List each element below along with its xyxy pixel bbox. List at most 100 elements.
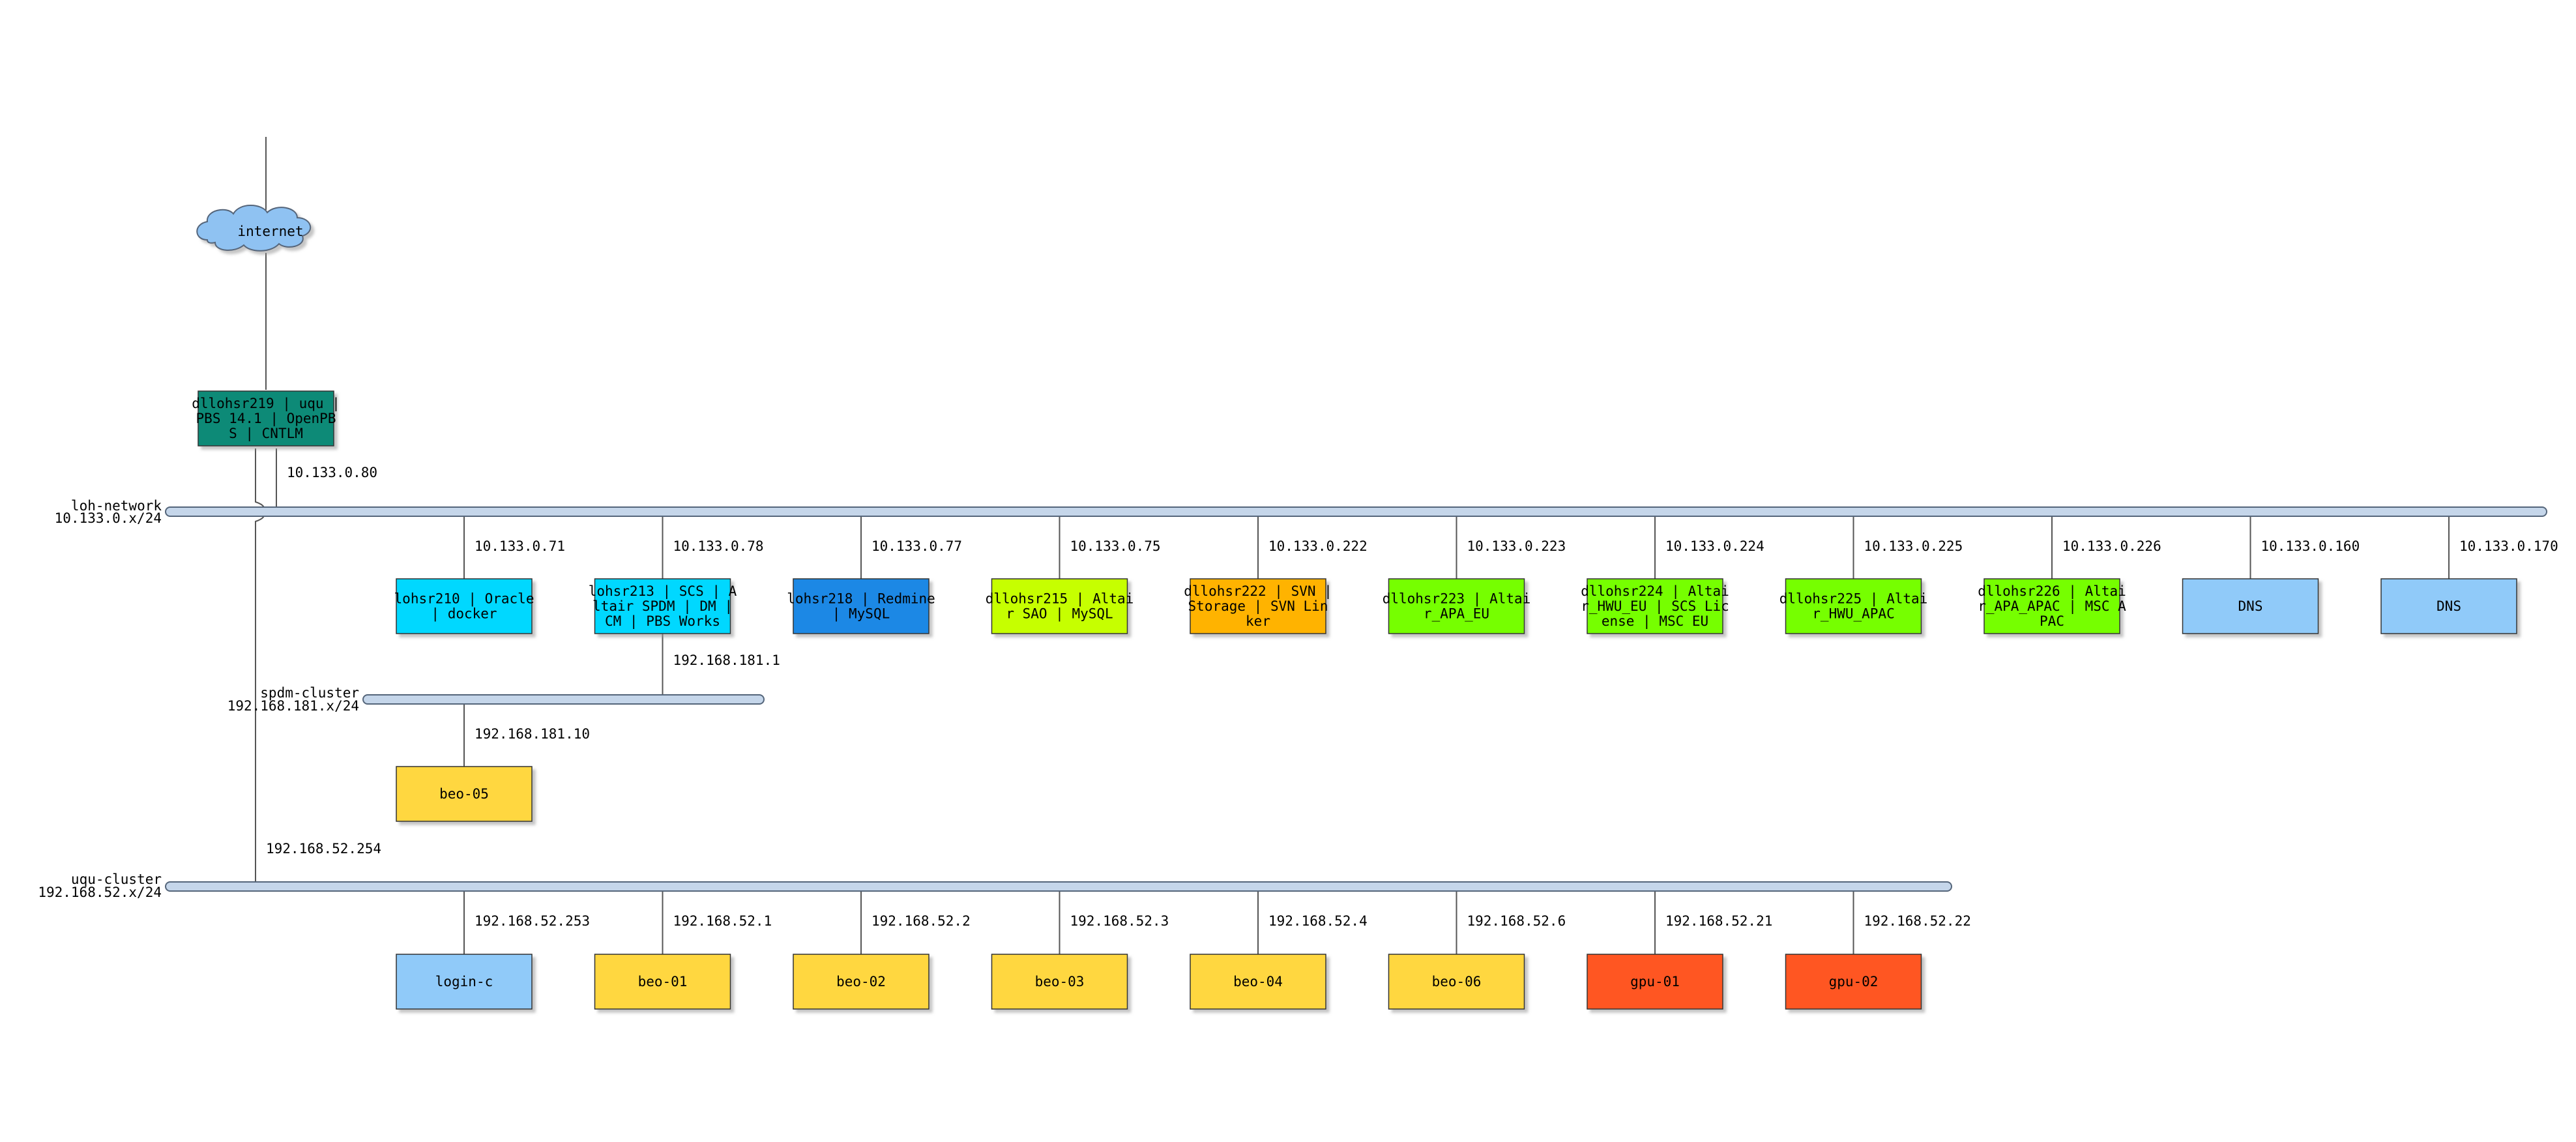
host-node-loh-box xyxy=(793,578,929,634)
ip-label-gateway-loh: 10.133.0.80 xyxy=(287,465,377,480)
ip-label-loh-host: 10.133.0.226 xyxy=(2062,538,2161,554)
host-node-loh-label-line: CM | PBS Works xyxy=(605,613,720,630)
host-node-loh-label-line: | docker xyxy=(431,606,497,622)
host-node-uqu-box xyxy=(1587,954,1723,1010)
host-node-loh-label-line: dllohsr224 | Altai xyxy=(1581,583,1729,600)
host-node-loh-label-line: lohsr218 | Redmine xyxy=(787,591,935,608)
ip-label-loh-host: 10.133.0.78 xyxy=(673,538,764,554)
host-node-uqu-label-line: beo-03 xyxy=(1035,974,1085,989)
host-node-uqu-label-line: login-c xyxy=(435,974,493,989)
host-node-uqu: beo-04 xyxy=(1190,954,1326,1010)
connection-lines xyxy=(255,137,2450,954)
host-node-uqu-label-line: beo-06 xyxy=(1432,974,1482,989)
ip-label-loh-host: 10.133.0.160 xyxy=(2261,538,2360,554)
ip-label-uqu-host: 192.168.52.3 xyxy=(1070,913,1169,929)
ip-label-gateway-uqu: 192.168.52.254 xyxy=(266,841,381,856)
host-node-uqu: login-c xyxy=(396,954,533,1010)
host-node-uqu-box xyxy=(1190,954,1326,1010)
host-node-uqu: beo-03 xyxy=(991,954,1128,1010)
host-node-uqu-label-line: beo-04 xyxy=(1233,974,1283,989)
host-node-loh: lohsr210 | Oracle| docker xyxy=(394,578,534,634)
host-node-uqu-label-line: beo-02 xyxy=(836,974,886,989)
host-node-uqu-box xyxy=(594,954,731,1010)
host-node-uqu-box xyxy=(1785,954,1922,1010)
ip-label-loh-host: 10.133.0.225 xyxy=(1864,538,1963,554)
host-node-loh-box xyxy=(1190,578,1326,634)
ip-label-loh-host: 10.133.0.222 xyxy=(1268,538,1368,554)
host-node-uqu-box xyxy=(1388,954,1525,1010)
network-name-uqu: uqu-cluster xyxy=(71,871,162,887)
host-node-uqu-label-line: beo-01 xyxy=(638,974,688,989)
host-node-uqu-box xyxy=(396,954,533,1010)
host-node-uqu: beo-06 xyxy=(1388,954,1525,1010)
host-node-loh-label-line: DNS xyxy=(2437,598,2461,614)
host-node-loh-label-line: | MySQL xyxy=(832,606,890,622)
host-node-uqu-label-line: gpu-01 xyxy=(1630,974,1680,989)
host-node-loh-box xyxy=(2182,578,2319,634)
host-node-loh-label-line: r SAO | MySQL xyxy=(1006,606,1113,622)
host-node-uqu: gpu-01 xyxy=(1587,954,1723,1010)
host-node-loh: DNS xyxy=(2380,578,2517,634)
host-node-uqu-box xyxy=(991,954,1128,1010)
host-node-loh-label-line: PAC xyxy=(2040,613,2064,629)
ip-label-spdm-host: 192.168.181.10 xyxy=(475,726,590,742)
gateway-node-box xyxy=(198,390,334,447)
host-node-loh-label-line: r_APA_APAC | MSC A xyxy=(1978,598,2126,615)
internet-label: internet xyxy=(237,224,303,239)
network-address-uqu: 192.168.52.x/24 xyxy=(38,885,162,900)
host-node-uqu: beo-01 xyxy=(594,954,731,1010)
internet-cloud: internet xyxy=(196,205,312,252)
network-address-spdm: 192.168.181.x/24 xyxy=(227,698,359,714)
ip-label-loh-host: 10.133.0.224 xyxy=(1665,538,1764,554)
host-node-loh-label-line: lohsr210 | Oracle xyxy=(394,591,534,608)
host-node-uqu: gpu-02 xyxy=(1785,954,1922,1010)
host-node-loh-label-line: Storage | SVN Lin xyxy=(1188,598,1328,615)
host-node-loh-label-line: r_HWU_APAC xyxy=(1812,606,1894,622)
ip-label-uqu-host: 192.168.52.1 xyxy=(673,913,772,929)
host-node-loh-box xyxy=(396,578,533,634)
network-address-loh: 10.133.0.x/24 xyxy=(55,510,162,526)
host-node-loh-label-line: lohsr213 | SCS | A xyxy=(589,583,737,600)
cloud-icon xyxy=(196,205,312,252)
host-node-loh-box xyxy=(1388,578,1525,634)
host-node-loh-label-line: r_HWU_EU | SCS Lic xyxy=(1581,598,1729,615)
host-node-loh-box xyxy=(1587,578,1723,634)
host-node-loh-box xyxy=(2380,578,2517,634)
host-node-loh-label-line: r_APA_EU xyxy=(1424,606,1489,622)
uqu-cluster-hosts: login-c beo-01 beo-02 beo-03 beo-04 beo-06 gpu… xyxy=(396,954,1922,1010)
host-node-loh-box xyxy=(1983,578,2120,634)
host-node-spdm: beo-05 xyxy=(396,766,533,822)
ip-label-spdm-link: 192.168.181.1 xyxy=(673,652,780,668)
host-node-uqu-label-line: gpu-02 xyxy=(1829,974,1879,989)
gateway-node-label-line: S | CNTLM xyxy=(229,426,303,442)
ip-label-uqu-host: 192.168.52.2 xyxy=(871,913,971,929)
host-node-loh-label-line: dllohsr222 | SVN | xyxy=(1184,583,1332,600)
bus-bar-uqu xyxy=(165,881,1952,892)
ip-label-loh-host: 10.133.0.75 xyxy=(1070,538,1161,554)
gateway-node-label-line: dllohsr219 | uqu | xyxy=(192,396,340,412)
host-node-loh-label-line: ense | MSC EU xyxy=(1602,613,1708,630)
host-node-uqu: beo-02 xyxy=(793,954,929,1010)
network-bus-uqu: uqu-cluster 192.168.52.x/24 xyxy=(38,871,1952,900)
host-node-loh-label-line: dllohsr223 | Altai xyxy=(1383,591,1531,608)
host-node-loh-label-line: ltair SPDM | DM | xyxy=(593,598,733,615)
host-node-loh-box xyxy=(991,578,1128,634)
host-node-loh-label-line: dllohsr215 | Altai xyxy=(986,591,1134,608)
host-node-loh-box xyxy=(1785,578,1922,634)
host-node-spdm-label-line: beo-05 xyxy=(439,786,489,802)
host-node-loh-label-line: dllohsr225 | Altai xyxy=(1779,591,1928,608)
network-bus-spdm: spdm-cluster 192.168.181.x/24 xyxy=(227,685,765,714)
ip-label-loh-host: 10.133.0.77 xyxy=(871,538,962,554)
host-node-loh-box xyxy=(594,578,731,634)
host-node-loh-label-line: DNS xyxy=(2238,598,2263,614)
